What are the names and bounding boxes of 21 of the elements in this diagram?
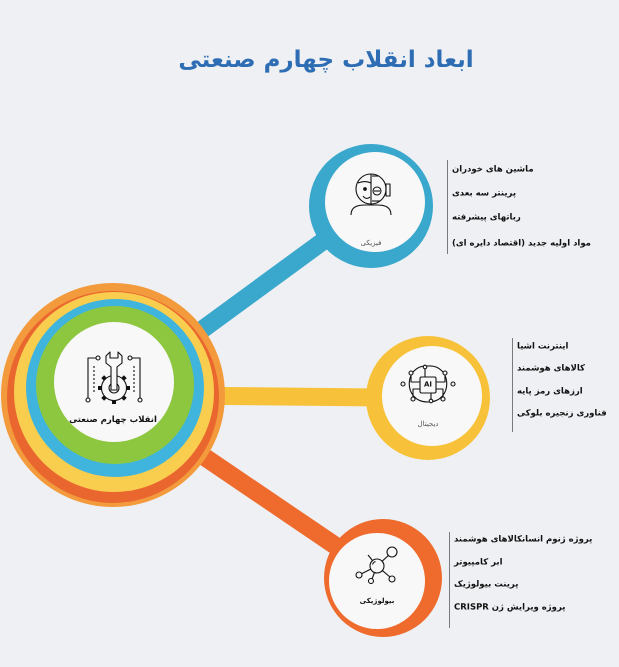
list-item: پروژه ویرایش ژن CRISPR [454,602,566,614]
list-item: مواد اولیه جدید (اقتصاد دایره ای) [452,238,591,250]
list-item: پروژه ژنوم انسانکالاهای هوشمند [454,534,592,546]
title: ابعاد انقلاب چهارم صنعتی [178,47,474,73]
list-item: ماشین های خودران [452,164,534,176]
ribbon [222,387,368,406]
list-item: رباتهای پیشرفته [452,212,521,224]
hub-circle [1,283,225,507]
circle-node [366,336,490,460]
list-item: اینترنت اشیا [517,341,568,353]
circle-node [309,144,433,268]
list-item: ارزهای رمز پایه [517,386,583,398]
list-item: پرینت بیولوژیک [454,579,518,591]
ribbon [196,234,328,338]
list-item: پرینتر سه بعدی [452,188,516,200]
list-item: ابر کامپیوتر [454,557,502,569]
circle-node [324,519,442,637]
list-item: فناوری زنجیره بلوکی [517,408,607,420]
node-label: انقلاب چهارم صنعتی [69,415,157,425]
ribbon [199,449,341,554]
list-item: کالاهای هوشمند [517,363,585,375]
